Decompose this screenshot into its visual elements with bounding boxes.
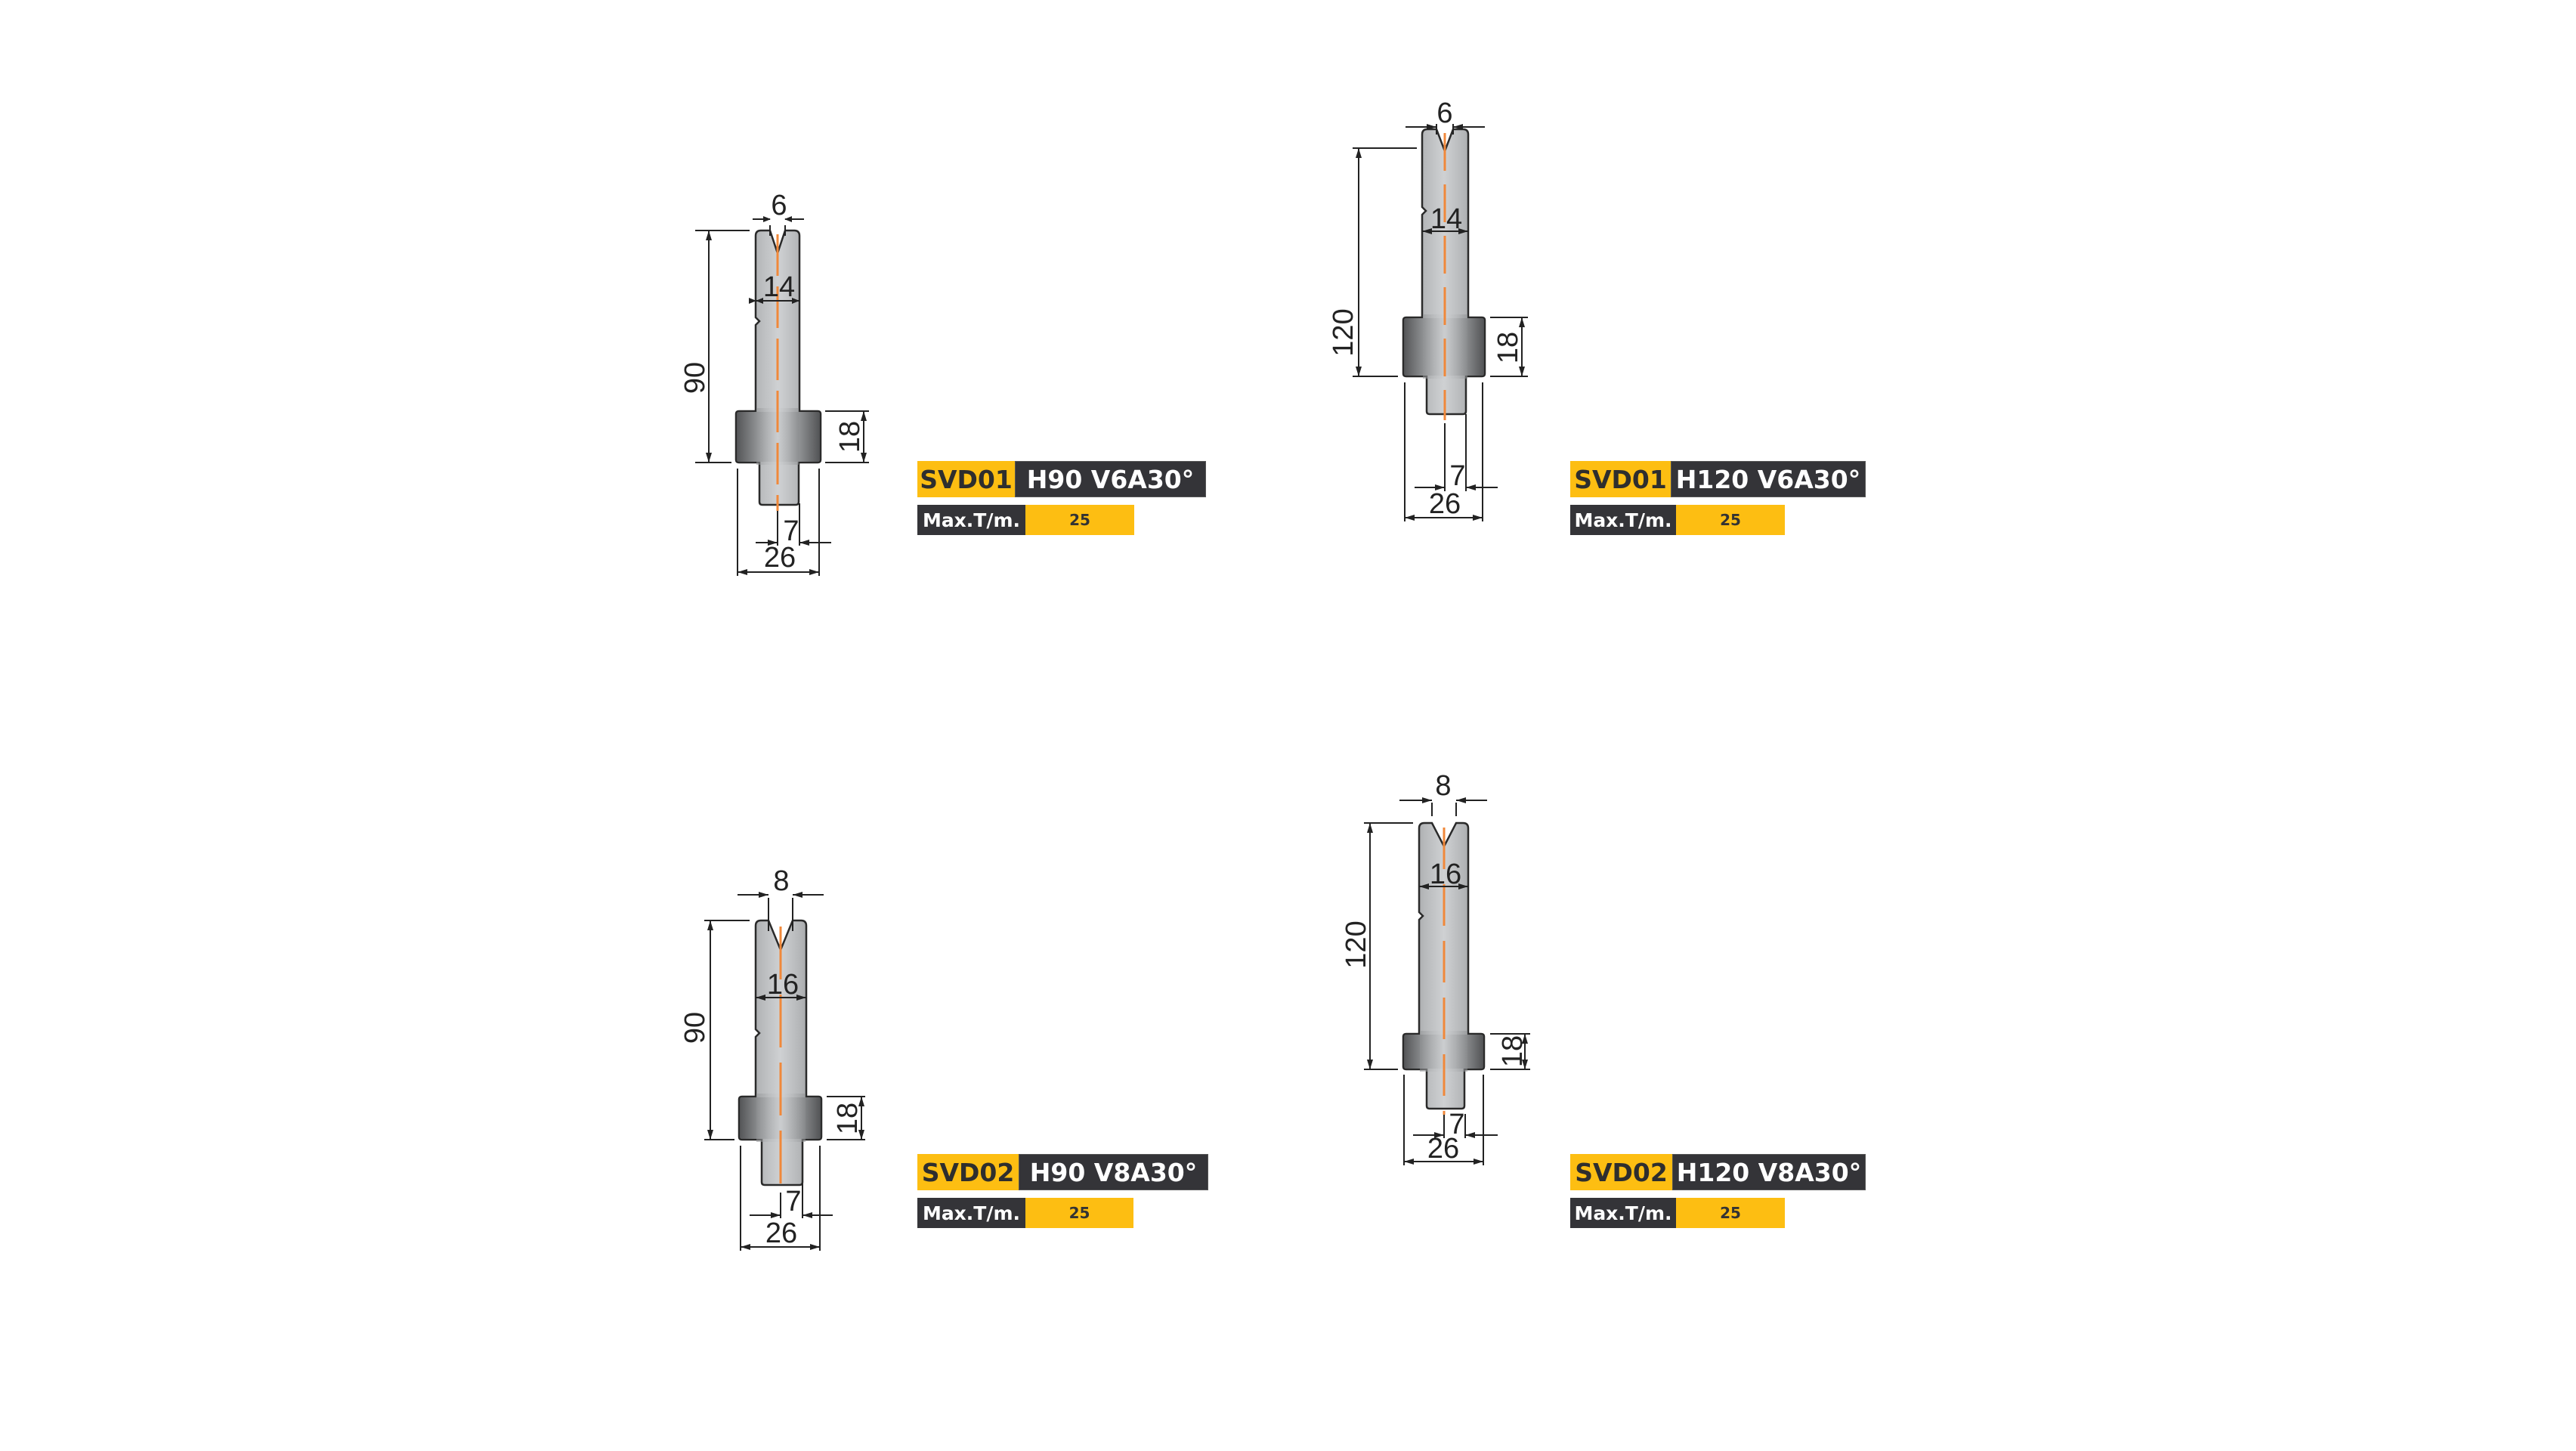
die-name: H120 V6A30° (1671, 461, 1866, 497)
dim-height: 120 (1341, 920, 1372, 969)
dim-top-width: 14 (1430, 203, 1463, 235)
dim-v-opening: 6 (1436, 97, 1453, 129)
dim-top-width: 14 (762, 271, 796, 303)
dim-v-opening: 6 (771, 190, 787, 221)
die-name: H90 V6A30° (1015, 461, 1206, 497)
dim-tang-width: 7 (785, 1186, 802, 1217)
dim-tang-width: 7 (1449, 460, 1466, 492)
max-tonnage-label: Max.T/m. (917, 1198, 1025, 1228)
die-code: SVD02 (1570, 1154, 1672, 1190)
dim-flange-width: 26 (1428, 488, 1461, 520)
max-tonnage-value: 25 (1025, 1198, 1133, 1228)
dim-flange-height: 18 (1497, 1035, 1529, 1068)
max-tonnage-value: 25 (1676, 1198, 1785, 1228)
dim-top-width: 16 (766, 969, 799, 1001)
max-tonnage-label: Max.T/m. (1570, 505, 1676, 535)
die-name: H120 V8A30° (1672, 1154, 1866, 1190)
max-tonnage-value: 25 (1025, 505, 1134, 535)
dim-flange-width: 26 (763, 542, 796, 574)
dim-tang-width: 7 (783, 515, 799, 547)
dim-tang-width: 7 (1449, 1109, 1465, 1140)
max-tonnage-label: Max.T/m. (917, 505, 1025, 535)
die-code: SVD01 (917, 461, 1015, 497)
dim-top-width: 16 (1429, 859, 1462, 890)
max-tonnage-label: Max.T/m. (1570, 1198, 1676, 1228)
max-tonnage-value: 25 (1676, 505, 1785, 535)
dim-v-opening: 8 (1435, 770, 1452, 802)
die-code: SVD01 (1570, 461, 1671, 497)
dim-v-opening: 8 (773, 865, 790, 897)
dim-flange-width: 26 (765, 1217, 798, 1249)
die-name: H90 V8A30° (1019, 1154, 1208, 1190)
die-code: SVD02 (917, 1154, 1019, 1190)
dim-flange-width: 26 (1427, 1133, 1460, 1165)
